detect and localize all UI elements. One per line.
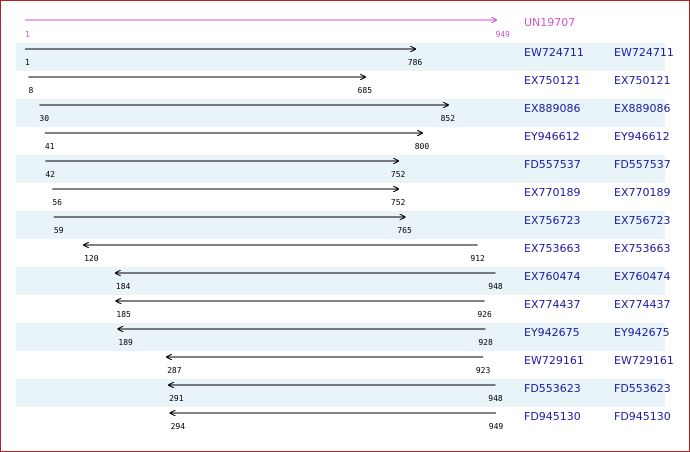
accession-link[interactable]: EX750121 (524, 74, 580, 87)
accession-link[interactable]: EX774437 (524, 298, 580, 311)
alignment-start-label: 291 (169, 394, 184, 403)
alignment-row: 184 948 EX760474 EX760474 (116, 270, 670, 291)
reference-id-label: UN19707 (524, 16, 575, 29)
alignment-row: 185 926 EX774437 EX774437 (116, 298, 670, 319)
accession-link[interactable]: FD553623 (524, 382, 581, 395)
alignment-end-label: 949 (489, 422, 504, 431)
accession-link-secondary[interactable]: EW724711 (614, 46, 674, 59)
alignment-start-label: 56 (52, 198, 62, 207)
row-band (16, 99, 665, 127)
accession-link-secondary[interactable]: EX774437 (614, 298, 670, 311)
accession-link[interactable]: FD945130 (524, 410, 581, 423)
row-band (16, 267, 665, 295)
row-band (16, 155, 665, 183)
alignment-end-label: 752 (391, 198, 406, 207)
accession-link[interactable]: EX756723 (524, 214, 580, 227)
alignment-start-label: 41 (45, 142, 55, 151)
alignment-end-label: 786 (408, 58, 423, 67)
alignment-row: 8 685 EX750121 EX750121 (28, 74, 670, 95)
alignment-row: 294 949 FD945130 FD945130 (171, 410, 671, 431)
alignment-row: 30 852 EX889086 EX889086 (39, 102, 670, 123)
alignment-row: 41 800 EY946612 EY946612 (44, 130, 670, 151)
alignment-row: 56 752 EX770189 EX770189 (52, 186, 670, 207)
accession-link-secondary[interactable]: EX753663 (614, 242, 670, 255)
alignment-end-label: 926 (477, 310, 492, 319)
alignment-start-label: 1 (25, 58, 30, 67)
accession-link-secondary[interactable]: EX756723 (614, 214, 670, 227)
alignment-start-label: 185 (116, 310, 131, 319)
accession-link[interactable]: EX889086 (524, 102, 580, 115)
accession-link[interactable]: EW724711 (524, 46, 584, 59)
alignment-end-label: 948 (488, 282, 503, 291)
accession-link-secondary[interactable]: EX770189 (614, 186, 670, 199)
reference-end-label: 949 (496, 30, 511, 39)
row-band (16, 379, 665, 407)
alignment-row: 291 948 FD553623 FD553623 (169, 382, 671, 403)
alignment-start-label: 42 (45, 170, 55, 179)
alignment-end-label: 852 (441, 114, 456, 123)
alignment-end-label: 912 (470, 254, 485, 263)
accession-link[interactable]: EY946612 (524, 130, 580, 143)
alignment-end-label: 923 (476, 366, 491, 375)
accession-link-secondary[interactable]: FD945130 (614, 410, 671, 423)
accession-link[interactable]: EX753663 (524, 242, 580, 255)
accession-link-secondary[interactable]: EX760474 (614, 270, 670, 283)
accession-link-secondary[interactable]: FD557537 (614, 158, 671, 171)
accession-link-secondary[interactable]: EX750121 (614, 74, 670, 87)
alignment-row: 59 765 EX756723 EX756723 (53, 214, 670, 235)
reference-track: 1 949 UN19707 (25, 16, 575, 39)
alignment-row: 1 786 EW724711 EW724711 (25, 46, 674, 67)
accession-link-secondary[interactable]: EX889086 (614, 102, 670, 115)
row-bands (16, 43, 665, 407)
alignment-end-label: 948 (488, 394, 503, 403)
accession-link[interactable]: EY942675 (524, 326, 580, 339)
alignment-start-label: 8 (28, 86, 33, 95)
alignment-row: 287 923 EW729161 EW729161 (167, 354, 674, 375)
alignment-row: 120 912 EX753663 EX753663 (84, 242, 670, 263)
alignment-start-label: 294 (171, 422, 186, 431)
alignment-start-label: 120 (84, 254, 99, 263)
row-band (16, 211, 665, 239)
row-band (16, 43, 665, 71)
alignment-end-label: 928 (478, 338, 493, 347)
alignment-end-label: 752 (391, 170, 406, 179)
accession-link[interactable]: EX760474 (524, 270, 580, 283)
alignment-end-label: 800 (415, 142, 430, 151)
alignment-end-label: 685 (358, 86, 373, 95)
alignment-start-label: 287 (167, 366, 182, 375)
alignment-start-label: 30 (39, 114, 49, 123)
reference-start-label: 1 (25, 30, 30, 39)
row-band (16, 323, 665, 351)
accession-link-secondary[interactable]: FD553623 (614, 382, 671, 395)
accession-link-secondary[interactable]: EY942675 (614, 326, 670, 339)
accession-link[interactable]: EW729161 (524, 354, 584, 367)
alignment-start-label: 184 (116, 282, 131, 291)
alignment-start-label: 59 (54, 226, 64, 235)
accession-link-secondary[interactable]: EW729161 (614, 354, 674, 367)
accession-link-secondary[interactable]: EY946612 (614, 130, 670, 143)
alignment-rows: 1 786 EW724711 EW724711 8 685 EX750121 EX750121… (25, 46, 674, 431)
alignment-row: 42 752 FD557537 FD557537 (45, 158, 671, 179)
alignment-row: 189 928 EY942675 EY942675 (118, 326, 670, 347)
alignment-start-label: 189 (118, 338, 133, 347)
accession-link[interactable]: FD557537 (524, 158, 581, 171)
accession-link[interactable]: EX770189 (524, 186, 580, 199)
alignment-end-label: 765 (397, 226, 412, 235)
